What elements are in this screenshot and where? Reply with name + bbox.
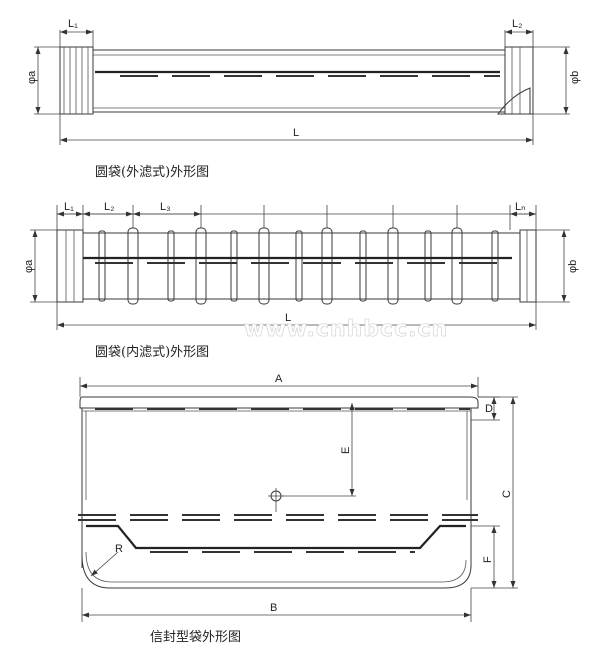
label-b: B xyxy=(270,602,277,614)
label-a: A xyxy=(275,373,283,385)
right-cuff xyxy=(504,46,534,115)
label-l-total-2: L xyxy=(285,312,291,324)
label-e: E xyxy=(340,447,352,454)
label-phi-b-2: φb xyxy=(567,260,579,273)
support-rings xyxy=(98,227,499,305)
label-phi-a-2: φa xyxy=(23,259,35,273)
label-l2-2: L₂ xyxy=(104,201,114,213)
label-c: C xyxy=(501,490,513,498)
label-l1: L₁ xyxy=(68,18,78,30)
caption-outer-filter: 圆袋(外滤式)外形图 xyxy=(95,165,209,180)
bottom-cap xyxy=(497,87,531,115)
label-phi-b: φb xyxy=(569,71,581,84)
bag-bottom xyxy=(81,554,472,589)
radius-leader xyxy=(90,551,119,577)
label-ln-2: Lₙ xyxy=(515,201,526,213)
caption-inner-filter: 圆袋(内滤式)外形图 xyxy=(95,344,209,360)
label-r: R xyxy=(115,543,123,555)
top-flange xyxy=(79,396,479,409)
diagram-outer-filter-bag: L₁ L₂ φa φb L 圆袋(外滤式)外形图 xyxy=(26,18,581,180)
label-l1-2: L₁ xyxy=(64,201,74,213)
left-cuff-2 xyxy=(56,229,84,303)
label-d: D xyxy=(485,403,493,415)
diagram-envelope-bag: A D C F E R B 信封型袋外形图 xyxy=(78,373,518,645)
frame-profile xyxy=(86,524,466,550)
right-cuff-2 xyxy=(519,229,537,303)
label-l2: L₂ xyxy=(512,18,522,30)
label-phi-a: φa xyxy=(26,70,38,84)
label-f: F xyxy=(482,556,494,563)
watermark: www.cnhbcc.cn xyxy=(244,317,448,342)
label-l3-2: L₃ xyxy=(160,201,171,213)
left-cuff xyxy=(59,46,94,115)
caption-envelope: 信封型袋外形图 xyxy=(150,630,241,645)
label-l-total: L xyxy=(293,127,299,139)
diagram-inner-filter-bag: L₁ L₂ L₃ Lₙ φa φb L www.cnhbcc.cn 圆袋(内滤式… xyxy=(23,201,579,360)
